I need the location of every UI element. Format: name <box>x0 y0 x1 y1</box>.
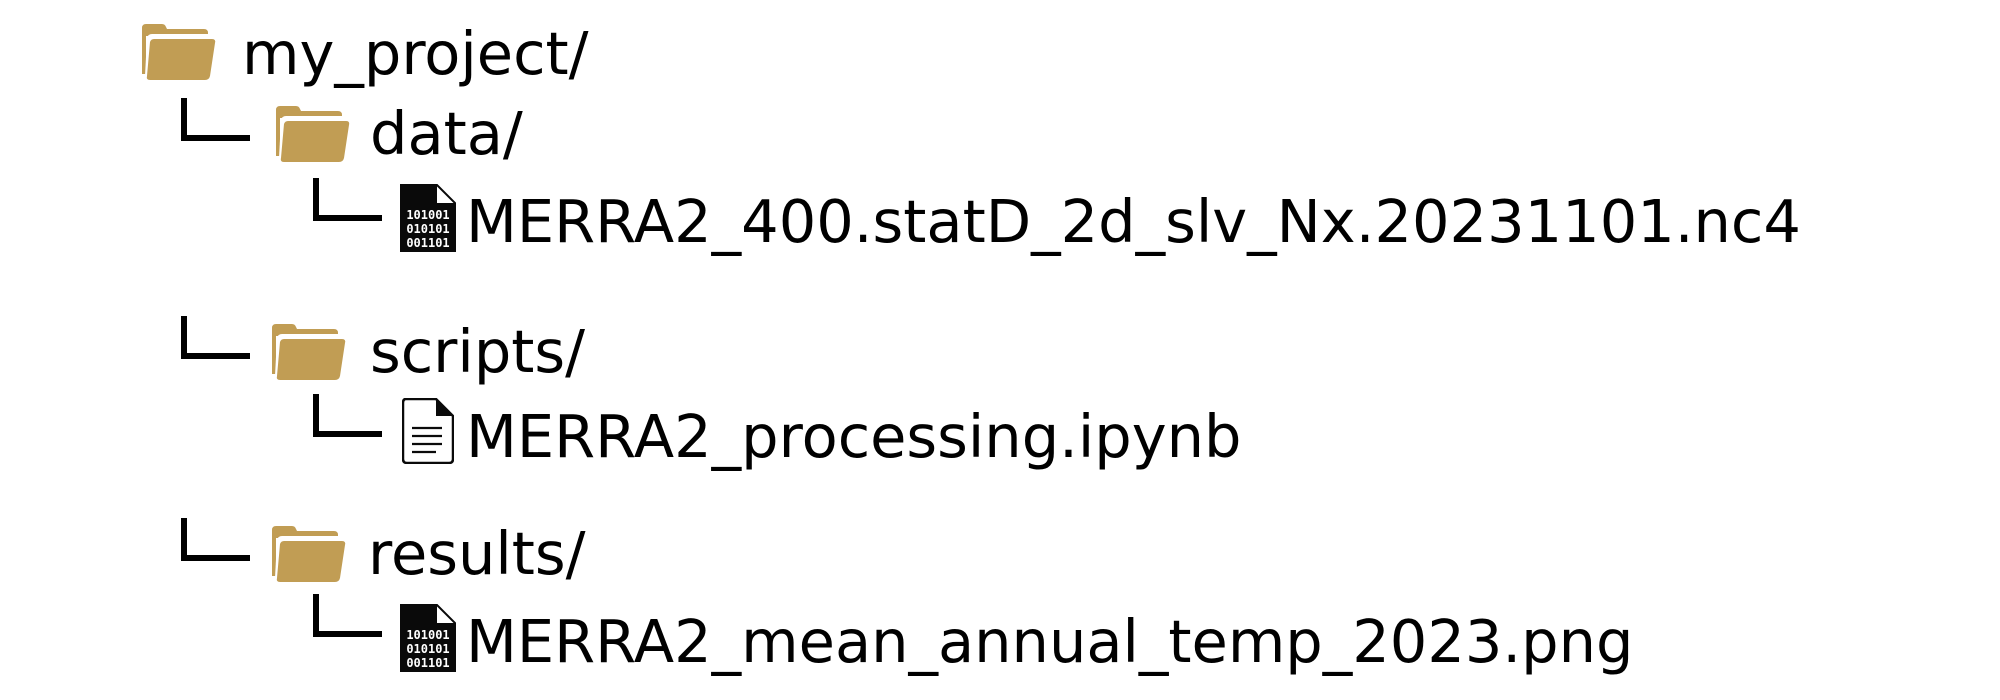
binary-file-icon <box>400 184 456 252</box>
tree-node-results-file[interactable]: MERRA2_mean_annual_temp_2023.png <box>400 604 1700 684</box>
folder-label-scripts: scripts/ <box>370 317 586 386</box>
tree-connector <box>312 394 382 440</box>
tree-connector <box>180 98 250 144</box>
folder-label-root: my_project/ <box>242 19 589 88</box>
file-label-results: MERRA2_mean_annual_temp_2023.png <box>466 607 1634 676</box>
tree-connector <box>180 316 250 362</box>
folder-icon <box>140 24 216 80</box>
folder-icon <box>270 526 346 582</box>
text-file-icon <box>402 398 454 464</box>
tree-connector <box>180 518 250 564</box>
binary-file-icon <box>400 604 456 672</box>
folder-label-results: results/ <box>368 519 586 588</box>
file-label-scripts: MERRA2_processing.ipynb <box>466 402 1242 471</box>
file-label-data: MERRA2_400.statD_2d_slv_Nx.20231101.nc4 <box>466 187 1801 256</box>
tree-connector <box>312 178 382 224</box>
tree-node-scripts[interactable]: scripts/ <box>270 320 630 400</box>
folder-icon <box>274 106 350 162</box>
tree-node-scripts-file[interactable]: MERRA2_processing.ipynb <box>402 398 1302 478</box>
tree-node-data[interactable]: data/ <box>274 102 574 182</box>
tree-node-results[interactable]: results/ <box>270 522 630 602</box>
folder-label-data: data/ <box>370 99 523 168</box>
tree-connector <box>312 594 382 640</box>
tree-node-root[interactable]: my_project/ <box>140 22 620 102</box>
tree-node-data-file[interactable]: MERRA2_400.statD_2d_slv_Nx.20231101.nc4 <box>400 184 1880 264</box>
folder-icon <box>270 324 346 380</box>
